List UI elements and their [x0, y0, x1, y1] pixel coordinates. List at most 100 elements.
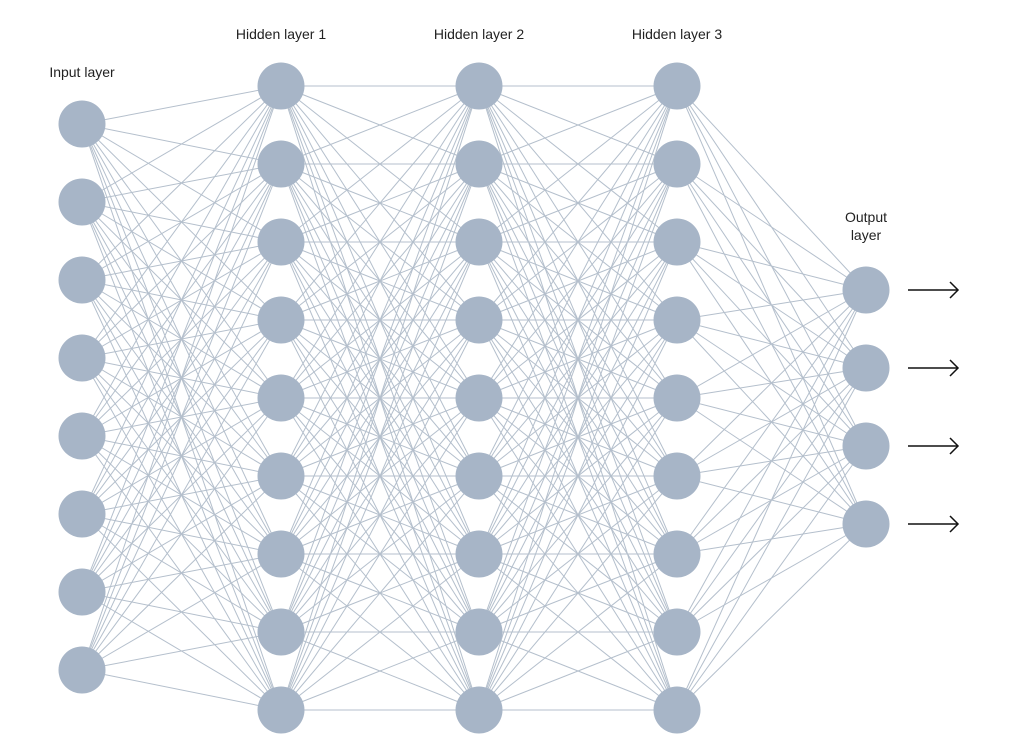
connection-edge [81, 669, 282, 711]
hidden1-node [257, 608, 305, 656]
hidden1-node [257, 686, 305, 734]
input-node [58, 100, 106, 148]
connection-edge [478, 163, 678, 711]
hidden3-node [653, 62, 701, 110]
connection-edge [81, 85, 282, 125]
connection-edge [81, 553, 282, 671]
hidden1-node [257, 452, 305, 500]
hidden3-node [653, 218, 701, 266]
connection-edge [676, 289, 867, 399]
connection-edge [478, 85, 678, 243]
connection-edge [81, 163, 282, 671]
connection-edge [478, 241, 678, 711]
output-arrow-icon [908, 515, 960, 533]
connection-edge [676, 289, 867, 555]
hidden3-node [653, 296, 701, 344]
connection-edge [280, 85, 480, 399]
connection-edge [280, 85, 480, 243]
hidden2-node [455, 686, 503, 734]
connection-edge [81, 241, 282, 671]
hidden1-node [257, 374, 305, 422]
input-node [58, 646, 106, 694]
input-layer-label: Input layer [49, 64, 115, 80]
connection-edge [280, 319, 480, 711]
connection-edges [81, 85, 867, 711]
connection-edge [81, 85, 282, 671]
connection-edge [478, 85, 678, 555]
hidden2-node [455, 374, 503, 422]
connection-edge [478, 85, 678, 633]
output-arrow-icon [908, 437, 960, 455]
hidden2-node [455, 62, 503, 110]
input-node [58, 490, 106, 538]
connection-edge [81, 85, 282, 515]
hidden1-node [257, 218, 305, 266]
connection-edge [676, 163, 867, 291]
hidden-layer-1-label: Hidden layer 1 [235, 26, 327, 42]
connection-edge [280, 163, 480, 711]
connection-edge [280, 241, 480, 711]
connection-edge [81, 85, 282, 359]
hidden2-node [455, 608, 503, 656]
connection-edge [676, 289, 867, 633]
hidden-layer-2-label: Hidden layer 2 [433, 26, 525, 42]
connection-edge [478, 631, 678, 711]
output-node [842, 266, 890, 314]
connection-edge [81, 475, 282, 671]
output-arrow-icon [908, 359, 960, 377]
input-node [58, 178, 106, 226]
connection-edge [280, 85, 480, 555]
hidden3-node [653, 452, 701, 500]
connection-edge [478, 319, 678, 711]
connection-edge [478, 85, 678, 165]
connection-edge [676, 445, 867, 711]
hidden3-node [653, 374, 701, 422]
connection-edge [478, 85, 678, 477]
connection-edge [676, 289, 867, 477]
connection-edge [81, 85, 282, 437]
connection-edge [81, 85, 282, 593]
connection-edge [478, 85, 678, 711]
output-layer-label: Output layer [844, 209, 888, 243]
hidden1-node [257, 62, 305, 110]
connection-edge [280, 85, 480, 711]
hidden3-node [653, 608, 701, 656]
hidden3-node [653, 686, 701, 734]
connection-edge [81, 85, 282, 203]
connection-edge [81, 85, 282, 281]
hidden2-node [455, 218, 503, 266]
connection-edge [280, 631, 480, 711]
output-arrow-icon [908, 281, 960, 299]
connection-edge [280, 85, 480, 633]
hidden3-node [653, 140, 701, 188]
input-node [58, 412, 106, 460]
hidden1-node [257, 296, 305, 344]
connection-edge [280, 475, 480, 711]
hidden2-node [455, 452, 503, 500]
connection-edge [280, 85, 480, 321]
output-node [842, 344, 890, 392]
connection-edge [81, 319, 282, 671]
hidden2-node [455, 140, 503, 188]
connection-edge [478, 85, 678, 321]
output-node [842, 422, 890, 470]
connection-edge [676, 367, 867, 711]
connection-edge [478, 475, 678, 711]
connection-edge [280, 85, 480, 165]
output-arrows [908, 281, 960, 533]
connection-edge [676, 289, 867, 321]
connection-edge [280, 397, 480, 711]
connection-edge [81, 397, 282, 671]
output-node [842, 500, 890, 548]
connection-edge [478, 553, 678, 711]
connection-edge [280, 553, 480, 711]
hidden2-node [455, 530, 503, 578]
hidden1-node [257, 530, 305, 578]
hidden-layer-3-label: Hidden layer 3 [631, 26, 723, 42]
connection-edge [676, 85, 867, 291]
input-node [58, 568, 106, 616]
connection-edge [676, 523, 867, 711]
connection-edge [676, 289, 867, 711]
connection-edge [478, 85, 678, 399]
